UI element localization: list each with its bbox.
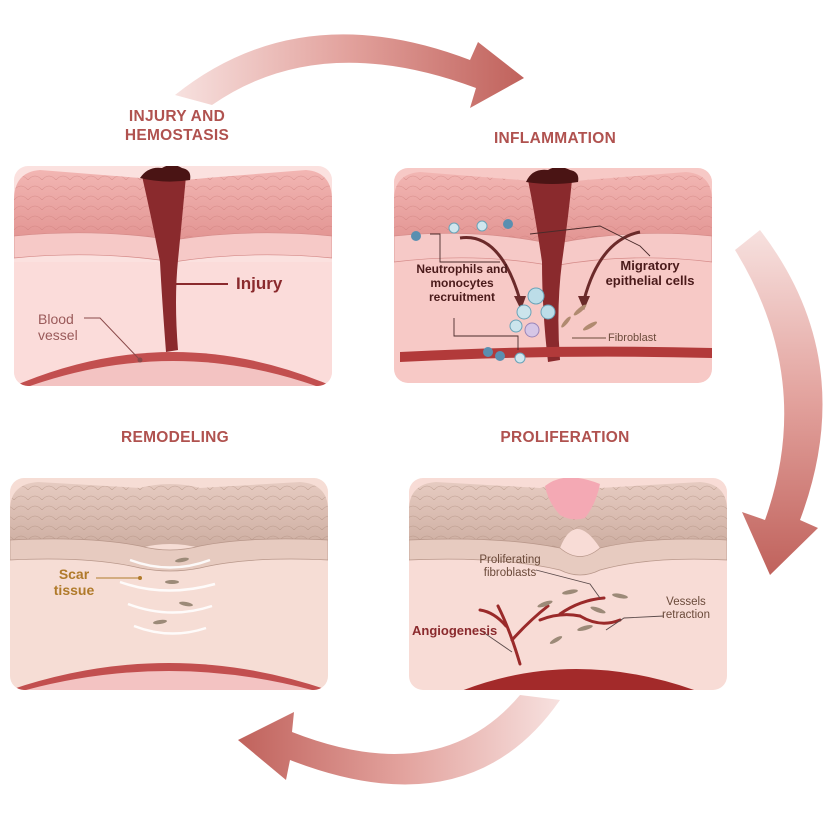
title-line: HEMOSTASIS bbox=[92, 126, 262, 145]
injury-label: Injury bbox=[236, 274, 282, 294]
label-line: Proliferating bbox=[470, 554, 550, 567]
panel-title-proliferation: PROLIFERATION bbox=[480, 428, 650, 447]
label-line: Migratory bbox=[598, 258, 702, 273]
label-line: epithelial cells bbox=[598, 273, 702, 288]
label-line: monocytes bbox=[404, 276, 520, 290]
angiogenesis-label: Angiogenesis bbox=[412, 623, 497, 638]
migratory-label: Migratory epithelial cells bbox=[598, 258, 702, 288]
panel-proliferation bbox=[409, 477, 727, 700]
panel-injury-hemostasis bbox=[14, 165, 332, 386]
label-line: Neutrophils and bbox=[404, 262, 520, 276]
neutrophils-label: Neutrophils and monocytes recruitment bbox=[404, 262, 520, 304]
scar-tissue-label: Scar tissue bbox=[52, 566, 96, 598]
cycle-arrow-right bbox=[735, 230, 823, 575]
label-line: Scar bbox=[52, 566, 96, 582]
label-line: recruitment bbox=[404, 290, 520, 304]
label-line: retraction bbox=[656, 609, 716, 622]
cycle-arrow-bottom bbox=[238, 695, 560, 785]
title-line: INJURY AND bbox=[92, 107, 262, 126]
vessels-retraction-label: Vessels retraction bbox=[656, 596, 716, 622]
panel-title-inflammation: INFLAMMATION bbox=[470, 129, 640, 148]
cycle-arrow-top bbox=[175, 34, 524, 108]
fibroblast-label: Fibroblast bbox=[608, 332, 656, 344]
proliferating-fibroblasts-label: Proliferating fibroblasts bbox=[470, 554, 550, 580]
label-line: Vessels bbox=[656, 596, 716, 609]
label-line: tissue bbox=[52, 582, 96, 598]
panel-title-remodeling: REMODELING bbox=[100, 428, 250, 447]
label-line: fibroblasts bbox=[470, 567, 550, 580]
label-line: vessel bbox=[38, 327, 78, 343]
label-line: Blood bbox=[38, 311, 78, 327]
panel-title-injury: INJURY AND HEMOSTASIS bbox=[92, 107, 262, 145]
blood-vessel-label: Blood vessel bbox=[38, 311, 78, 343]
